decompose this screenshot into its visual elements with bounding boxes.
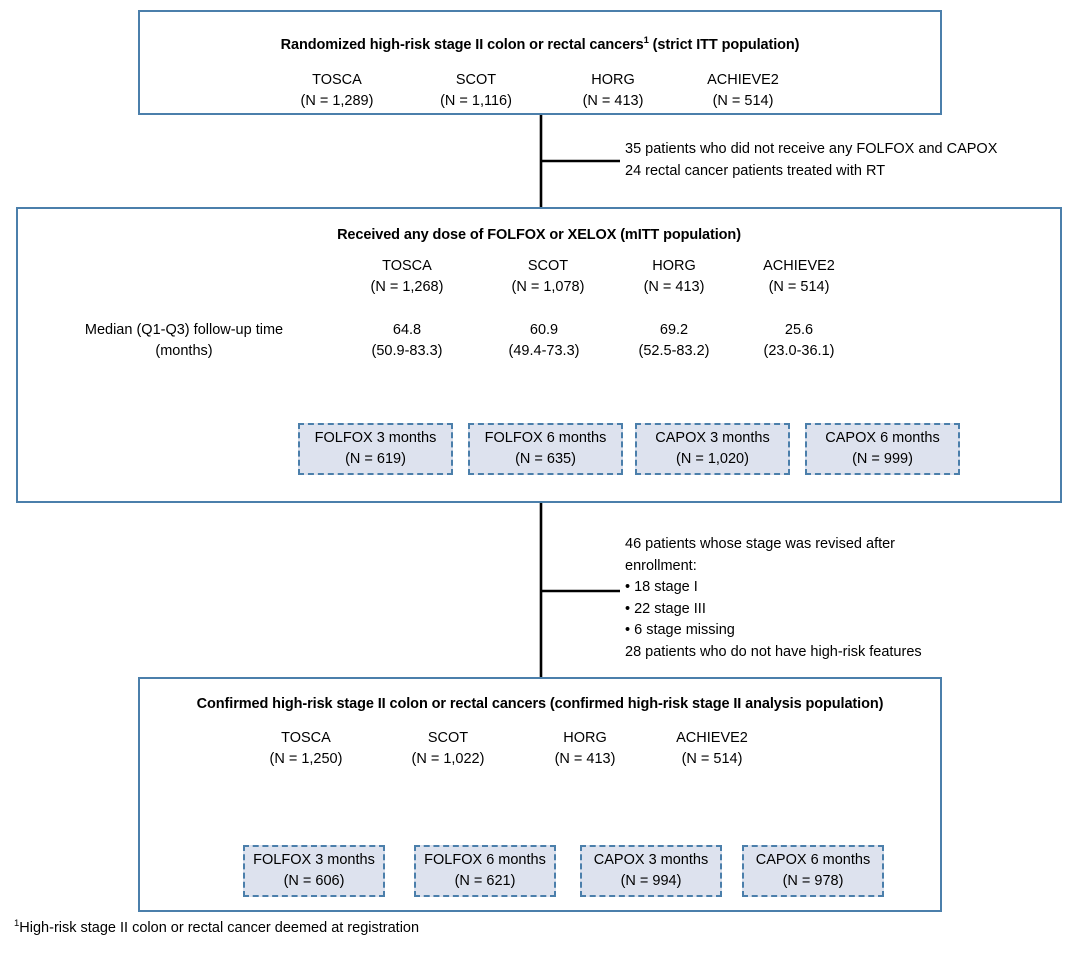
stage2-title: Received any dose of FOLFOX or XELOX (mI… — [18, 227, 1060, 243]
stage1-title-suffix: (strict ITT population) — [648, 37, 800, 53]
trial-name: SCOT — [527, 258, 569, 274]
arm-regimen: CAPOX 3 months — [655, 430, 770, 446]
arm-box-capox-3-confirmed: CAPOX 3 months (N = 994) — [580, 845, 722, 897]
arm-count: (N = 999) — [852, 451, 913, 467]
trial-count: (N = 1,078) — [511, 279, 585, 295]
trial-name: TOSCA — [382, 258, 432, 274]
footnote-marker: 1 — [14, 918, 20, 930]
arm-regimen: FOLFOX 6 months — [484, 430, 607, 446]
panel-strict-itt: Randomized high-risk stage II colon or r… — [138, 10, 942, 115]
arm-box-capox-3-mitt: CAPOX 3 months (N = 1,020) — [635, 423, 790, 475]
trial-count: (N = 514) — [681, 751, 743, 767]
trial-name: ACHIEVE2 — [707, 72, 779, 88]
followup-median: 60.9 — [529, 322, 559, 338]
exclusion2-line-5: • 6 stage missing — [625, 622, 735, 638]
stage3-title: Confirmed high-risk stage II colon or re… — [140, 696, 940, 712]
followup-iqr: (50.9-83.3) — [371, 343, 443, 359]
arm-count: (N = 1,020) — [676, 451, 749, 467]
median-label-line-2: (months) — [155, 343, 213, 359]
panel-mitt: Received any dose of FOLFOX or XELOX (mI… — [16, 207, 1062, 503]
followup-iqr: (52.5-83.2) — [638, 343, 710, 359]
trial-count: (N = 1,022) — [411, 751, 485, 767]
stage1-title: Randomized high-risk stage II colon or r… — [140, 35, 940, 53]
stage2-trial-horg: HORG (N = 413) — [619, 256, 729, 298]
trial-count: (N = 413) — [554, 751, 616, 767]
arm-count: (N = 606) — [283, 873, 345, 889]
trial-count: (N = 1,289) — [300, 93, 374, 109]
trial-count: (N = 1,268) — [370, 279, 444, 295]
exclusion-note-1: 35 patients who did not receive any FOLF… — [625, 139, 997, 182]
exclusion2-line-6: 28 patients who do not have high-risk fe… — [625, 643, 922, 660]
arm-regimen: CAPOX 3 months — [593, 852, 709, 868]
footnote-text: High-risk stage II colon or rectal cance… — [19, 920, 420, 936]
exclusion2-line-2: enrollment: — [625, 557, 697, 574]
arm-box-folfox-6-mitt: FOLFOX 6 months (N = 635) — [468, 423, 623, 475]
trial-name: HORG — [652, 258, 696, 274]
trial-count: (N = 1,116) — [440, 93, 512, 109]
trial-name: TOSCA — [281, 730, 331, 746]
panel-confirmed-high-risk: Confirmed high-risk stage II colon or re… — [138, 677, 942, 912]
stage2-trial-achieve2: ACHIEVE2 (N = 514) — [744, 256, 854, 298]
arm-box-folfox-3-mitt: FOLFOX 3 months (N = 619) — [298, 423, 453, 475]
stage3-title-text: Confirmed high-risk stage II colon or re… — [196, 696, 884, 712]
exclusion1-line-2: 24 rectal cancer patients treated with R… — [625, 162, 886, 179]
followup-achieve2: 25.6 (23.0-36.1) — [744, 320, 854, 362]
trial-count: (N = 1,250) — [269, 751, 343, 767]
stage1-title-marker: 1 — [643, 35, 649, 47]
trial-name: HORG — [591, 72, 635, 88]
arm-regimen: FOLFOX 3 months — [253, 852, 375, 868]
arm-box-folfox-6-confirmed: FOLFOX 6 months (N = 621) — [414, 845, 556, 897]
stage1-trial-tosca: TOSCA (N = 1,289) — [282, 70, 392, 112]
exclusion2-line-3: • 18 stage I — [625, 579, 698, 595]
followup-median: 69.2 — [659, 322, 689, 338]
trial-name: TOSCA — [312, 72, 362, 88]
stage2-trial-scot: SCOT (N = 1,078) — [493, 256, 603, 298]
arm-regimen: CAPOX 6 months — [825, 430, 940, 446]
trial-count: (N = 514) — [768, 279, 830, 295]
arm-count: (N = 978) — [782, 873, 844, 889]
arm-box-capox-6-mitt: CAPOX 6 months (N = 999) — [805, 423, 960, 475]
exclusion-note-2: 46 patients whose stage was revised afte… — [625, 534, 922, 663]
trial-name: SCOT — [455, 72, 497, 88]
trial-count: (N = 413) — [643, 279, 705, 295]
stage1-title-text: Randomized high-risk stage II colon or r… — [280, 37, 644, 53]
exclusion1-line-1: 35 patients who did not receive any FOLF… — [625, 141, 998, 157]
arm-regimen: FOLFOX 6 months — [424, 852, 546, 868]
arm-regimen: CAPOX 6 months — [755, 852, 871, 868]
median-followup-label: Median (Q1-Q3) follow-up time (months) — [54, 320, 314, 362]
figure-footnote: 1High-risk stage II colon or rectal canc… — [14, 918, 420, 936]
followup-iqr: (23.0-36.1) — [763, 343, 835, 359]
median-label-line-1: Median (Q1-Q3) follow-up time — [84, 322, 284, 338]
stage3-trial-scot: SCOT (N = 1,022) — [393, 728, 503, 770]
followup-iqr: (49.4-73.3) — [508, 343, 580, 359]
arm-regimen: FOLFOX 3 months — [314, 430, 437, 446]
followup-scot: 60.9 (49.4-73.3) — [489, 320, 599, 362]
trial-name: ACHIEVE2 — [676, 730, 748, 746]
followup-tosca: 64.8 (50.9-83.3) — [352, 320, 462, 362]
stage3-trial-tosca: TOSCA (N = 1,250) — [251, 728, 361, 770]
stage3-trial-achieve2: ACHIEVE2 (N = 514) — [657, 728, 767, 770]
stage3-trial-horg: HORG (N = 413) — [530, 728, 640, 770]
trial-count: (N = 413) — [582, 93, 644, 109]
trial-name: HORG — [563, 730, 607, 746]
arm-count: (N = 635) — [515, 451, 576, 467]
trial-count: (N = 514) — [712, 93, 774, 109]
stage2-title-text: Received any dose of FOLFOX or XELOX (mI… — [337, 227, 741, 243]
followup-median: 64.8 — [392, 322, 422, 338]
arm-count: (N = 621) — [454, 873, 516, 889]
followup-median: 25.6 — [784, 322, 814, 338]
stage1-trial-achieve2: ACHIEVE2 (N = 514) — [688, 70, 798, 112]
exclusion2-line-4: • 22 stage III — [625, 600, 706, 617]
trial-name: SCOT — [427, 730, 469, 746]
trial-name: ACHIEVE2 — [763, 258, 835, 274]
stage2-trial-tosca: TOSCA (N = 1,268) — [352, 256, 462, 298]
arm-count: (N = 994) — [620, 873, 682, 889]
followup-horg: 69.2 (52.5-83.2) — [619, 320, 729, 362]
stage1-trial-horg: HORG (N = 413) — [558, 70, 668, 112]
arm-count: (N = 619) — [345, 451, 406, 467]
stage1-trial-scot: SCOT (N = 1,116) — [421, 70, 531, 112]
exclusion2-line-1: 46 patients whose stage was revised afte… — [625, 536, 896, 552]
arm-box-capox-6-confirmed: CAPOX 6 months (N = 978) — [742, 845, 884, 897]
arm-box-folfox-3-confirmed: FOLFOX 3 months (N = 606) — [243, 845, 385, 897]
